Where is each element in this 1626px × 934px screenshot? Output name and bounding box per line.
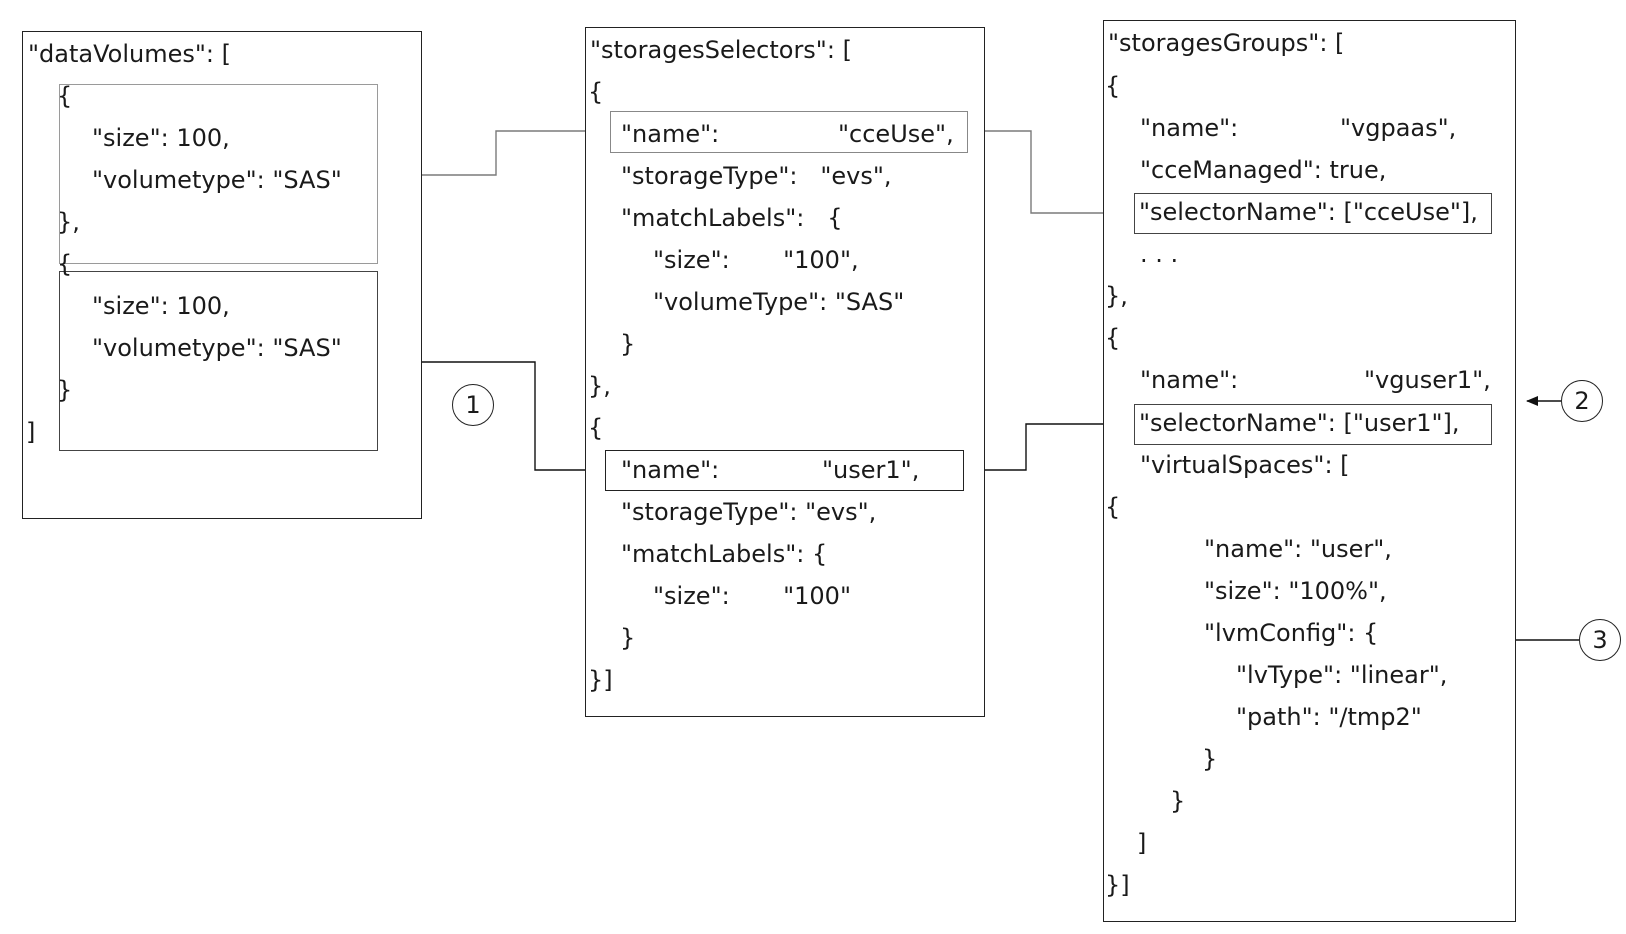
selector1-match-labels: "matchLabels": { (621, 204, 843, 232)
group2-name-key: "name": (1140, 366, 1239, 394)
group1-name-value: "vgpaas", (1340, 114, 1457, 142)
lvm-config-close: } (1202, 745, 1218, 773)
data-volumes-end: ] (26, 418, 36, 446)
virtual-space-open: { (1105, 493, 1121, 521)
group2-open: { (1105, 324, 1121, 352)
callout-2: 2 (1561, 380, 1603, 422)
volume2-open: { (57, 250, 73, 278)
storage-selectors-header: "storagesSelectors": [ (590, 36, 852, 64)
arrow-group-to-user1 (961, 423, 1134, 475)
selector2-close: }] (588, 666, 613, 694)
group1-selector-name: "selectorName": ["cceUse"], (1139, 198, 1478, 226)
selector2-inner-close: } (620, 624, 636, 652)
virtual-space-name: "name": "user", (1204, 535, 1392, 563)
data-volume-2-box (59, 271, 378, 451)
lvm-config-path: "path": "/tmp2" (1236, 703, 1422, 731)
group2-selector-name: "selectorName": ["user1"], (1139, 409, 1460, 437)
virtual-space-size: "size": "100%", (1204, 577, 1387, 605)
arrow-group-to-cceuse (963, 126, 1134, 214)
group1-close: }, (1105, 282, 1128, 310)
group2-selector-box (1134, 404, 1492, 445)
volume1-type: "volumetype": "SAS" (92, 166, 342, 194)
selector1-label-size: "size": "100", (653, 246, 859, 274)
selector2-storage-type: "storageType": "evs", (621, 498, 877, 526)
lvm-config-lv-type: "lvType": "linear", (1236, 661, 1448, 689)
selector2-label-size: "size": "100" (653, 582, 851, 610)
volume2-type: "volumetype": "SAS" (92, 334, 342, 362)
callout-1: 1 (452, 384, 494, 426)
group1-ellipsis: . . . (1140, 240, 1179, 268)
storage-selectors-panel (585, 27, 985, 717)
data-volumes-header: "dataVolumes": [ (28, 40, 231, 68)
virtual-spaces-array-close: ] (1137, 829, 1147, 857)
selector1-close: }, (588, 372, 611, 400)
volume2-close: } (57, 376, 73, 404)
volume2-size: "size": 100, (92, 292, 230, 320)
volume1-size: "size": 100, (92, 124, 230, 152)
group2-virtual-spaces: "virtualSpaces": [ (1140, 451, 1350, 479)
group2-close: }] (1105, 871, 1130, 899)
selector1-storage-type: "storageType": "evs", (621, 162, 892, 190)
selector-cceuse-name-box (610, 111, 968, 153)
selector1-inner-close: } (620, 330, 636, 358)
arrow-user1-to-volume2 (376, 357, 604, 471)
data-volumes-panel (22, 31, 422, 519)
selector2-name-value: "user1", (822, 456, 920, 484)
arrow-cceuse-to-volume1 (376, 130, 610, 180)
storage-groups-panel (1103, 20, 1516, 922)
virtual-space-close: } (1170, 787, 1186, 815)
group2-name-value: "vguser1", (1364, 366, 1491, 394)
group1-name-key: "name": (1140, 114, 1239, 142)
selector2-open: { (588, 414, 604, 442)
selector1-name-value: "cceUse", (838, 120, 954, 148)
selector2-name-key: "name": (621, 456, 720, 484)
group1-selector-box (1134, 193, 1492, 234)
group1-cce-managed: "cceManaged": true, (1140, 156, 1387, 184)
virtual-space-lvm-config: "lvmConfig": { (1204, 619, 1379, 647)
selector2-match-labels: "matchLabels": { (621, 540, 828, 568)
selector1-name-key: "name": (621, 120, 720, 148)
volume1-close: }, (57, 208, 80, 236)
selector1-open: { (588, 78, 604, 106)
selector-user1-name-box (605, 450, 964, 491)
callout-3: 3 (1579, 619, 1621, 661)
storage-groups-header: "storagesGroups": [ (1108, 29, 1345, 57)
volume1-open: { (57, 82, 73, 110)
data-volume-1-box (59, 84, 378, 264)
group1-open: { (1105, 72, 1121, 100)
selector1-label-volume-type: "volumeType": "SAS" (653, 288, 905, 316)
